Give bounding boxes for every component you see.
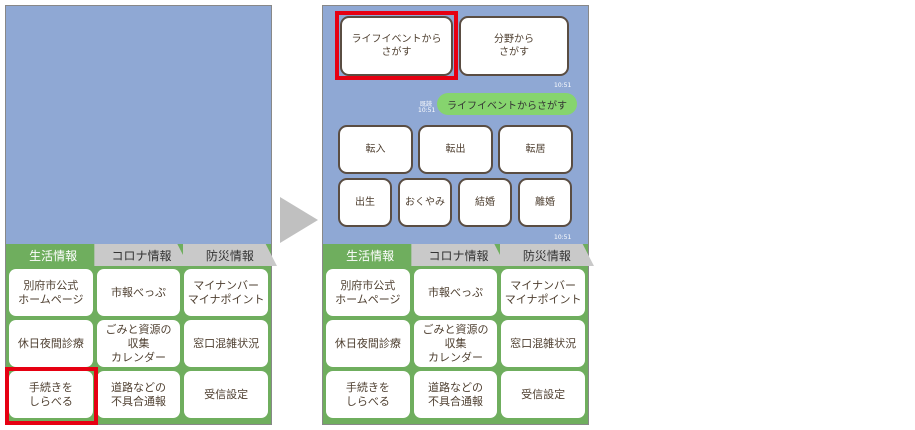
btn-event-divorce[interactable]: 離婚: [518, 178, 572, 227]
btn-field[interactable]: 分野から さがす: [459, 16, 569, 76]
menu-official-site[interactable]: 別府市公式 ホームページ: [9, 269, 93, 316]
tab-disaster[interactable]: 防災情報: [499, 244, 594, 266]
timestamp: 10:51: [554, 234, 572, 241]
read-label: 既読: [420, 101, 433, 108]
highlight-procedures: [5, 367, 98, 425]
phone-after: ライフイベントから さがす 分野から さがす 10:51 既読 10:51 ライ…: [322, 5, 594, 425]
menu-tabs: 生活情報 コロナ情報 防災情報: [6, 244, 277, 266]
menu-holiday-clinic[interactable]: 休日夜間診療: [9, 320, 93, 367]
rich-menu: 別府市公式 ホームページ 市報べっぷ マイナンバー マイナポイント 休日夜間診療…: [9, 269, 268, 418]
tab-disaster[interactable]: 防災情報: [182, 244, 277, 266]
tab-corona[interactable]: コロナ情報: [411, 244, 506, 266]
rich-menu: 別府市公式 ホームページ 市報べっぷ マイナンバー マイナポイント 休日夜間診療…: [326, 269, 585, 418]
btn-event-death[interactable]: おくやみ: [398, 178, 452, 227]
btn-event-birth[interactable]: 出生: [338, 178, 392, 227]
btn-event-move-out[interactable]: 転出: [418, 125, 493, 174]
menu-counter-status[interactable]: 窓口混雑状況: [501, 320, 585, 367]
timestamp: 10:51: [554, 82, 572, 89]
menu-counter-status[interactable]: 窓口混雑状況: [184, 320, 268, 367]
menu-mynumber[interactable]: マイナンバー マイナポイント: [184, 269, 268, 316]
menu-city-news[interactable]: 市報べっぷ: [413, 269, 498, 316]
menu-road-report[interactable]: 道路などの 不具合通報: [96, 371, 181, 418]
tab-life[interactable]: 生活情報: [323, 244, 418, 266]
user-message: ライフイベントからさがす: [437, 93, 577, 115]
arrow-right-icon: [280, 197, 318, 243]
highlight-life-event: [335, 11, 458, 80]
menu-garbage-calendar[interactable]: ごみと資源の 収集 カレンダー: [96, 320, 181, 367]
menu-garbage-calendar[interactable]: ごみと資源の 収集 カレンダー: [413, 320, 498, 367]
timestamp: 10:51: [418, 107, 436, 114]
menu-settings[interactable]: 受信設定: [184, 371, 268, 418]
menu-procedures[interactable]: 手続きを しらべる: [326, 371, 410, 418]
menu-official-site[interactable]: 別府市公式 ホームページ: [326, 269, 410, 316]
menu-tabs: 生活情報 コロナ情報 防災情報: [323, 244, 594, 266]
tab-life[interactable]: 生活情報: [6, 244, 101, 266]
menu-city-news[interactable]: 市報べっぷ: [96, 269, 181, 316]
btn-event-marriage[interactable]: 結婚: [458, 178, 512, 227]
btn-life-event[interactable]: ライフイベントから さがす: [340, 16, 453, 76]
phone-before: 生活情報 コロナ情報 防災情報 別府市公式 ホームページ 市報べっぷ マイナンバ…: [5, 5, 277, 425]
tab-corona[interactable]: コロナ情報: [94, 244, 189, 266]
menu-road-report[interactable]: 道路などの 不具合通報: [413, 371, 498, 418]
menu-procedures[interactable]: 手続きを しらべる: [9, 371, 93, 418]
menu-settings[interactable]: 受信設定: [501, 371, 585, 418]
menu-mynumber[interactable]: マイナンバー マイナポイント: [501, 269, 585, 316]
chat-area: [6, 6, 271, 244]
btn-event-relocate[interactable]: 転居: [498, 125, 573, 174]
btn-event-move-in[interactable]: 転入: [338, 125, 413, 174]
menu-holiday-clinic[interactable]: 休日夜間診療: [326, 320, 410, 367]
